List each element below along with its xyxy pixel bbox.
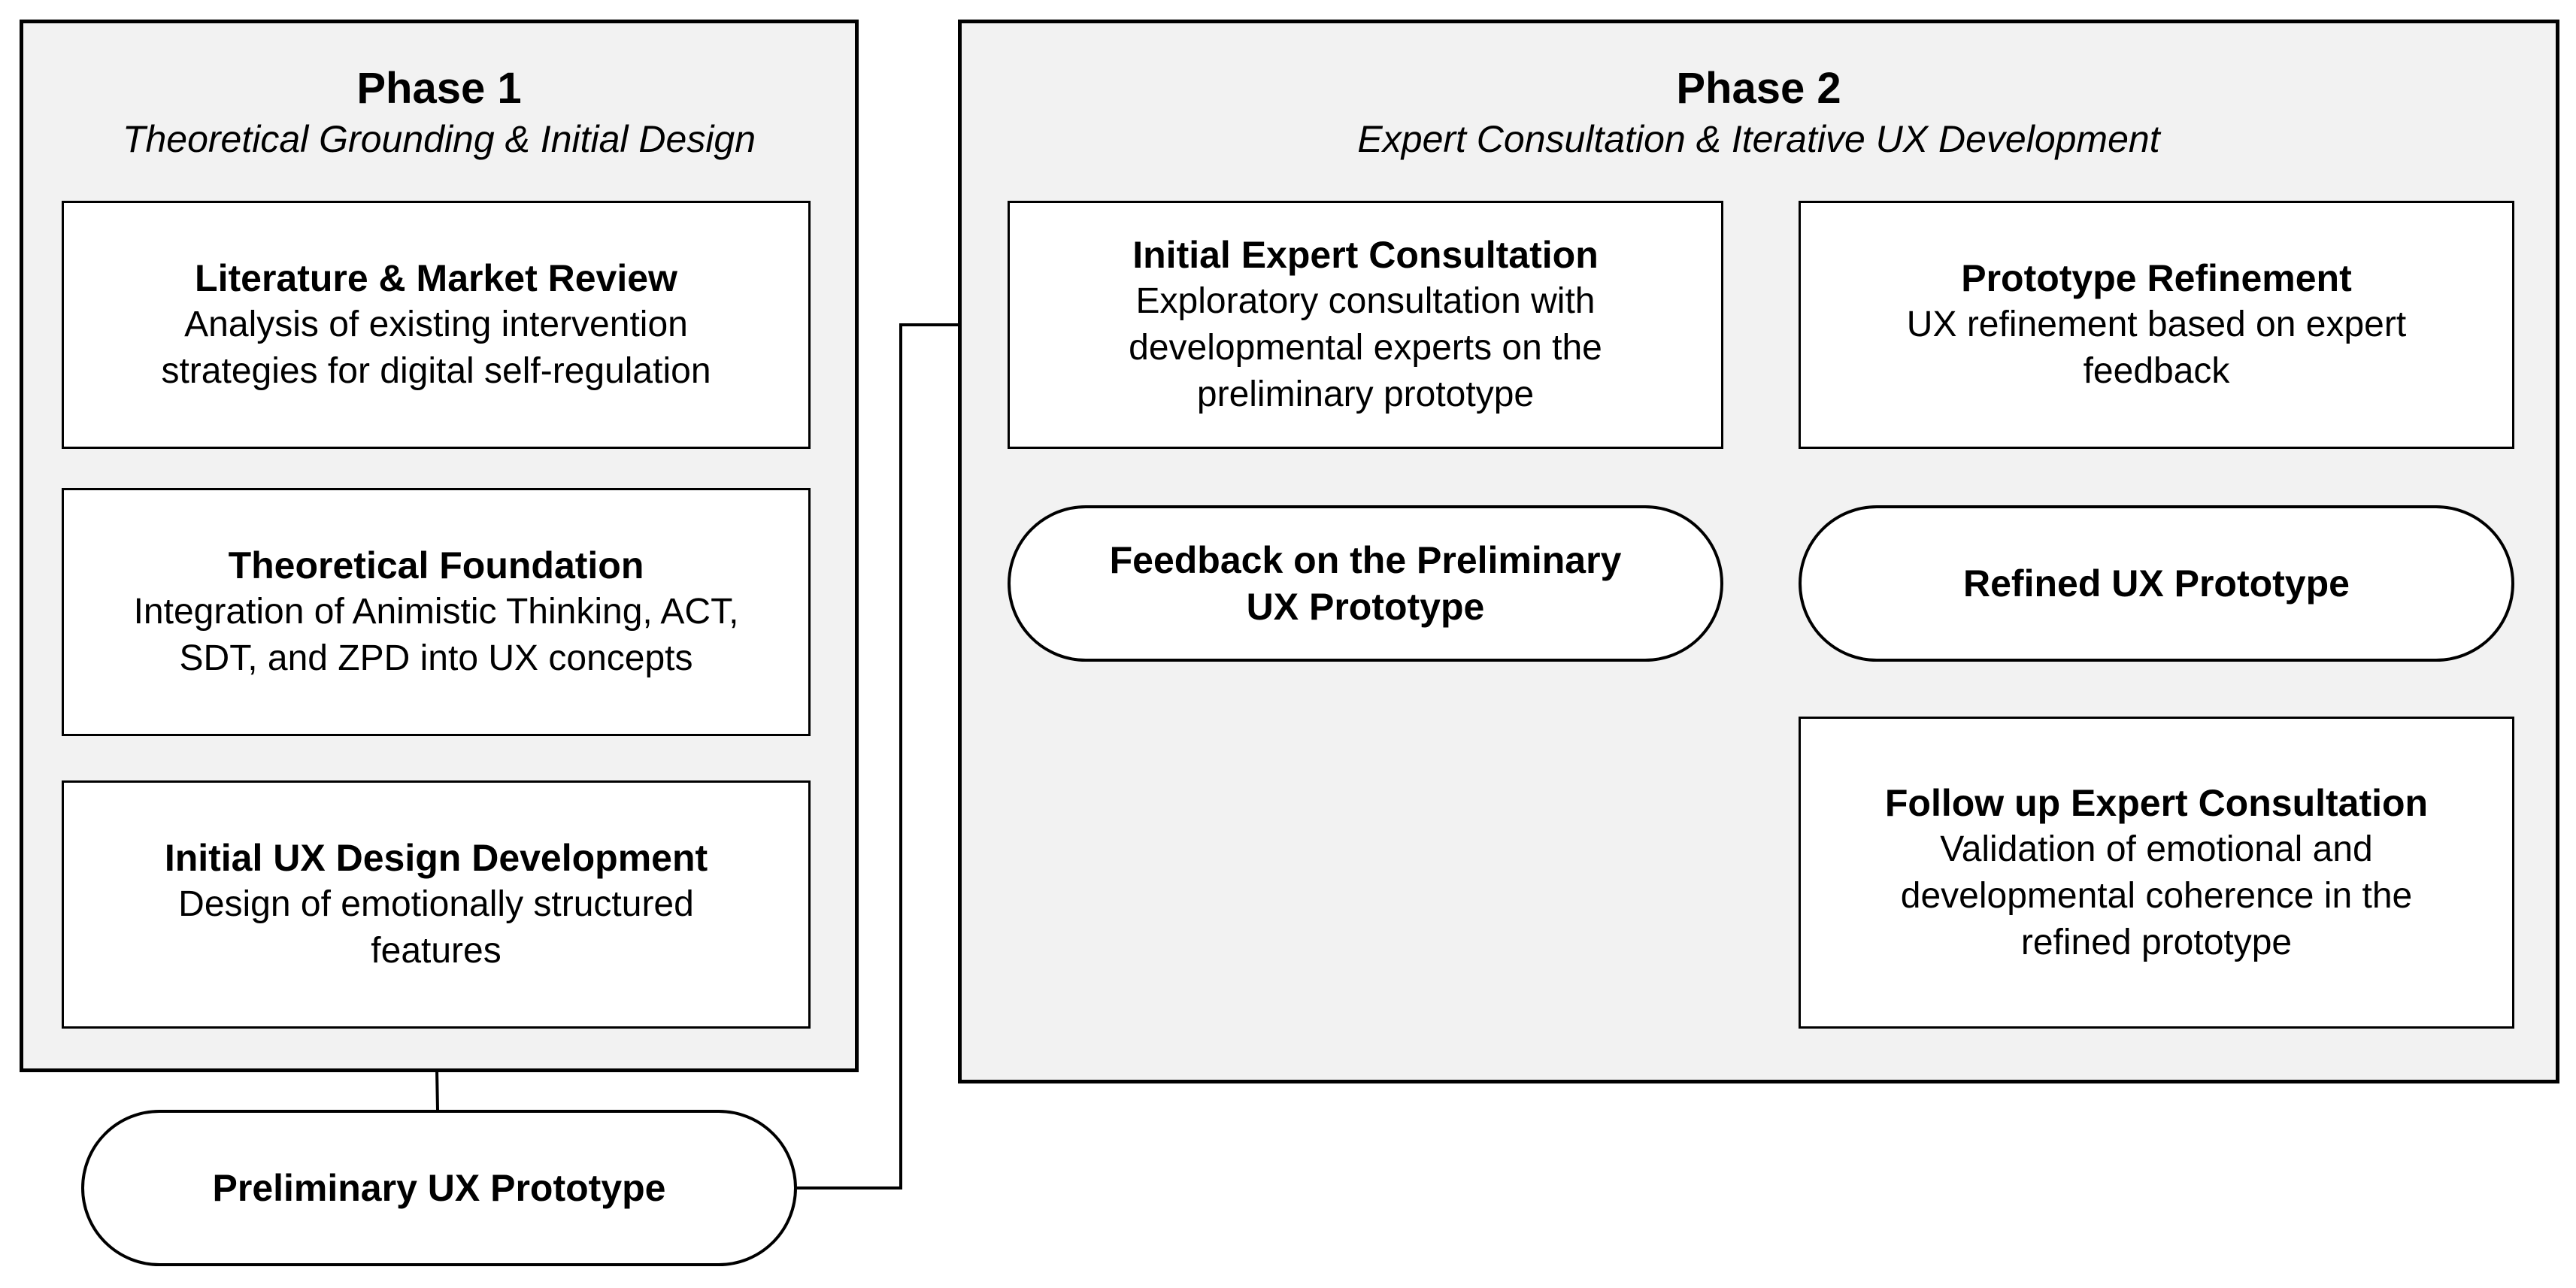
theoretical-foundation-box: Theoretical Foundation Integration of An…	[62, 488, 811, 736]
phase-1-subtitle: Theoretical Grounding & Initial Design	[122, 118, 756, 160]
box-description: Integration of Animistic Thinking, ACT, …	[133, 592, 739, 678]
box-title: Follow up Expert Consultation	[1884, 781, 2429, 824]
box-description: Exploratory consultation with developmen…	[1129, 281, 1602, 414]
phase-2-subtitle: Expert Consultation & Iterative UX Devel…	[1357, 118, 2160, 160]
box-title: Theoretical Foundation	[228, 544, 644, 586]
follow-up-expert-consultation-box: Follow up Expert Consultation Validation…	[1799, 717, 2514, 1029]
box-description: Analysis of existing intervention strate…	[161, 305, 711, 391]
box-description: Design of emotionally structured feature…	[178, 884, 694, 971]
preliminary-ux-prototype-node: Preliminary UX Prototype	[81, 1110, 797, 1266]
literature-market-review-box: Literature & Market Review Analysis of e…	[62, 201, 811, 449]
box-description: Validation of emotional and developmenta…	[1900, 829, 2413, 962]
initial-expert-consultation-box: Initial Expert Consultation Exploratory …	[1008, 201, 1723, 449]
initial-ux-design-box: Initial UX Design Development Design of …	[62, 780, 811, 1029]
box-title: Initial UX Design Development	[164, 837, 708, 879]
box-title: Prototype Refinement	[1961, 257, 2352, 299]
box-description: UX refinement based on expert feedback	[1906, 305, 2407, 391]
refined-ux-prototype-node: Refined UX Prototype	[1799, 505, 2514, 662]
box-title: Initial Expert Consultation	[1132, 234, 1599, 276]
box-title: Literature & Market Review	[195, 257, 677, 299]
feedback-preliminary-prototype-node: Feedback on the Preliminary UX Prototype	[1008, 505, 1723, 662]
prototype-refinement-box: Prototype Refinement UX refinement based…	[1799, 201, 2514, 449]
phase-2-title: Phase 2	[1676, 64, 1841, 113]
phase-1-title: Phase 1	[356, 64, 522, 113]
